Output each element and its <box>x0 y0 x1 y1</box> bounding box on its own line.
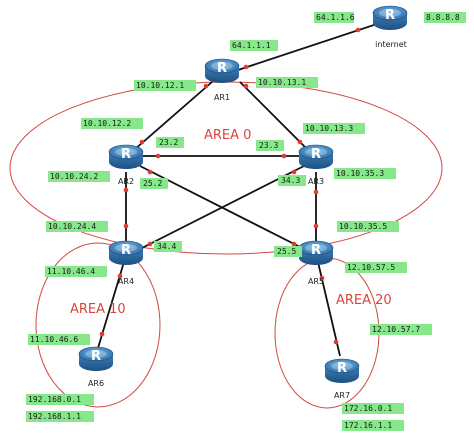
ip-label: 12.10.57.7 <box>370 324 432 335</box>
svg-text:172.16.0.1: 172.16.0.1 <box>344 404 392 413</box>
router-internet-name: internet <box>375 40 407 49</box>
router-ar6[interactable]: AR6 <box>78 346 114 388</box>
ip-label: 23.3 <box>256 140 284 151</box>
area-10-ring <box>35 242 161 408</box>
router-icon <box>78 346 114 372</box>
area-10-label: AREA 10 <box>70 302 126 317</box>
ip-label: 10.10.35.5 <box>337 221 399 232</box>
ip-label: 8.8.8.8 <box>424 12 466 23</box>
ip-label: 64.1.1.1 <box>230 40 278 51</box>
link-ar1-ar2 <box>133 81 213 151</box>
router-icon <box>108 240 144 266</box>
router-icon <box>324 358 360 384</box>
router-ar4-name: AR4 <box>118 277 134 286</box>
ip-label: 192.168.0.1 <box>26 394 94 405</box>
ip-label: 34.3 <box>278 175 306 186</box>
svg-text:10.10.24.2: 10.10.24.2 <box>50 172 98 181</box>
area-0-label: AREA 0 <box>204 128 251 143</box>
router-ar4[interactable]: AR4 <box>108 240 144 286</box>
svg-text:64.1.1.6: 64.1.1.6 <box>316 13 355 22</box>
ip-label: 10.10.13.1 <box>256 77 318 88</box>
svg-text:10.10.13.3: 10.10.13.3 <box>305 124 353 133</box>
ip-label: 64.1.1.6 <box>314 12 355 23</box>
svg-text:10.10.35.5: 10.10.35.5 <box>339 222 387 231</box>
router-ar7[interactable]: AR7 <box>324 358 360 400</box>
router-internet[interactable]: internet <box>372 5 408 49</box>
svg-text:172.16.1.1: 172.16.1.1 <box>344 421 392 430</box>
ip-label: 34.4 <box>154 241 182 252</box>
ip-label: 10.10.24.4 <box>46 221 108 232</box>
ip-label: 10.10.35.3 <box>334 168 396 179</box>
ip-label: 192.168.1.1 <box>26 411 94 422</box>
svg-text:23.3: 23.3 <box>259 141 278 150</box>
router-ar7-name: AR7 <box>334 391 350 400</box>
svg-text:25.5: 25.5 <box>277 247 296 256</box>
router-icon <box>108 144 144 170</box>
router-ar1-name: AR1 <box>214 93 230 102</box>
svg-text:64.1.1.1: 64.1.1.1 <box>232 41 271 50</box>
router-icon <box>298 144 334 170</box>
svg-text:10.10.35.3: 10.10.35.3 <box>336 169 384 178</box>
svg-text:12.10.57.7: 12.10.57.7 <box>372 325 420 334</box>
router-ar1[interactable]: AR1 <box>204 58 240 102</box>
router-icon <box>204 58 240 84</box>
ip-label: 10.10.13.3 <box>303 123 365 134</box>
router-ar6-name: AR6 <box>88 379 104 388</box>
svg-text:192.168.0.1: 192.168.0.1 <box>28 395 81 404</box>
ip-label: 11.10.46.6 <box>28 334 90 345</box>
svg-text:25.2: 25.2 <box>143 179 162 188</box>
router-ar5[interactable]: AR5 <box>298 240 334 286</box>
svg-text:23.2: 23.2 <box>159 138 178 147</box>
router-ar2[interactable]: AR2 <box>108 144 144 186</box>
svg-text:11.10.46.6: 11.10.46.6 <box>30 335 78 344</box>
area-20-label: AREA 20 <box>336 293 392 308</box>
router-ar3[interactable]: AR3 <box>298 144 334 186</box>
svg-text:192.168.1.1: 192.168.1.1 <box>28 412 81 421</box>
svg-text:11.10.46.4: 11.10.46.4 <box>47 267 95 276</box>
ip-label: 25.2 <box>140 178 168 189</box>
link-ar1-ar3 <box>239 81 309 151</box>
router-ar2-name: AR2 <box>118 177 134 186</box>
svg-text:10.10.13.1: 10.10.13.1 <box>258 78 306 87</box>
ip-label: 11.10.46.4 <box>45 266 107 277</box>
endpoint-dots <box>99 27 361 345</box>
ip-label: 12.10.57.5 <box>345 262 407 273</box>
ip-label: 25.5 <box>274 246 302 257</box>
svg-text:34.3: 34.3 <box>281 176 300 185</box>
router-ar5-name: AR5 <box>308 277 324 286</box>
svg-text:10.10.12.2: 10.10.12.2 <box>83 119 131 128</box>
svg-text:10.10.24.4: 10.10.24.4 <box>48 222 96 231</box>
svg-text:8.8.8.8: 8.8.8.8 <box>426 13 460 22</box>
router-icon <box>298 240 334 266</box>
ip-label: 10.10.12.2 <box>81 118 143 129</box>
svg-text:34.4: 34.4 <box>157 242 176 251</box>
svg-text:10.10.12.1: 10.10.12.1 <box>136 81 184 90</box>
area-20-ring <box>274 257 380 409</box>
router-ar3-name: AR3 <box>308 177 324 186</box>
router-icon <box>372 5 408 31</box>
ip-label: 172.16.0.1 <box>342 403 404 414</box>
ip-labels: 8.8.8.8 64.1.1.6 64.1.1.1 10.10.12.1 10.… <box>26 12 466 431</box>
ip-label: 172.16.1.1 <box>342 420 404 431</box>
ip-label: 10.10.24.2 <box>48 171 110 182</box>
ip-label: 10.10.12.1 <box>134 80 196 91</box>
ip-label: 23.2 <box>156 137 184 148</box>
link-ar3-ar4 <box>137 165 305 251</box>
svg-text:12.10.57.5: 12.10.57.5 <box>347 263 395 272</box>
